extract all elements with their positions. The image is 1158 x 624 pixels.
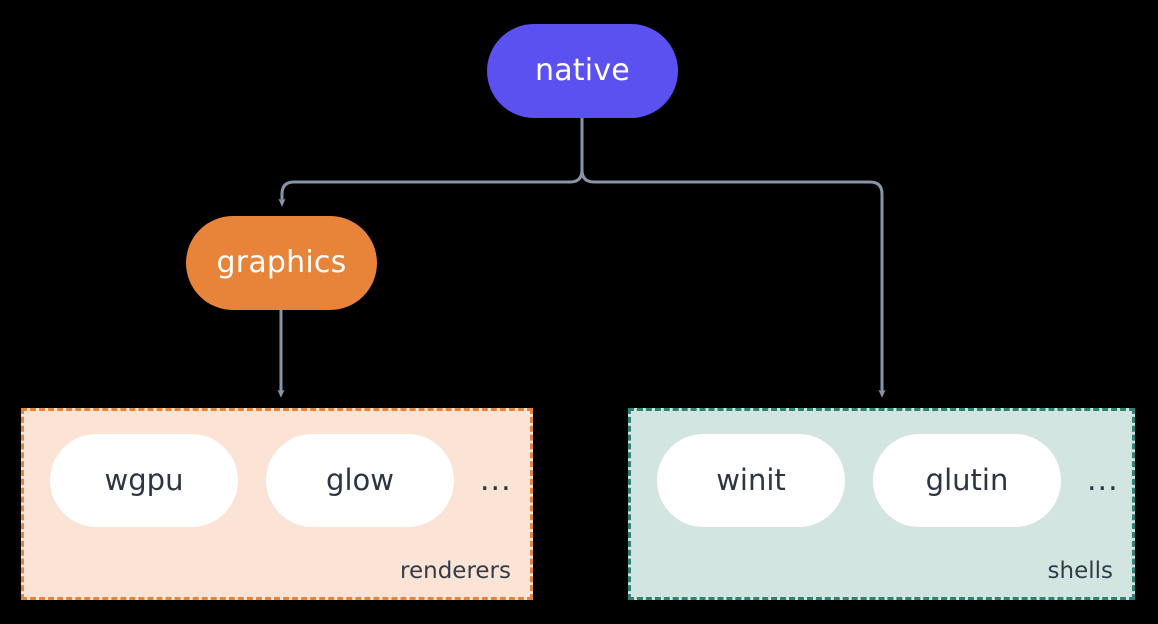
group-renderers: wgpu glow ... renderers (21, 408, 533, 600)
group-shells: winit glutin ... shells (628, 408, 1135, 600)
chip-winit[interactable]: winit (657, 434, 845, 527)
renderers-overflow-ellipsis: ... (480, 462, 512, 498)
chip-glow[interactable]: glow (266, 434, 454, 527)
chip-wgpu[interactable]: wgpu (50, 434, 238, 527)
shells-overflow-ellipsis: ... (1087, 462, 1119, 498)
group-shells-items: winit glutin ... (657, 434, 1119, 527)
chip-glutin[interactable]: glutin (873, 434, 1061, 527)
group-renderers-label: renderers (400, 558, 511, 584)
group-renderers-items: wgpu glow ... (50, 434, 512, 527)
node-graphics[interactable]: graphics (186, 216, 377, 310)
edge-native-to-shells (580, 169, 886, 398)
node-native[interactable]: native (487, 24, 678, 118)
edge-native-to-graphics (278, 118, 584, 207)
group-shells-label: shells (1047, 558, 1113, 584)
